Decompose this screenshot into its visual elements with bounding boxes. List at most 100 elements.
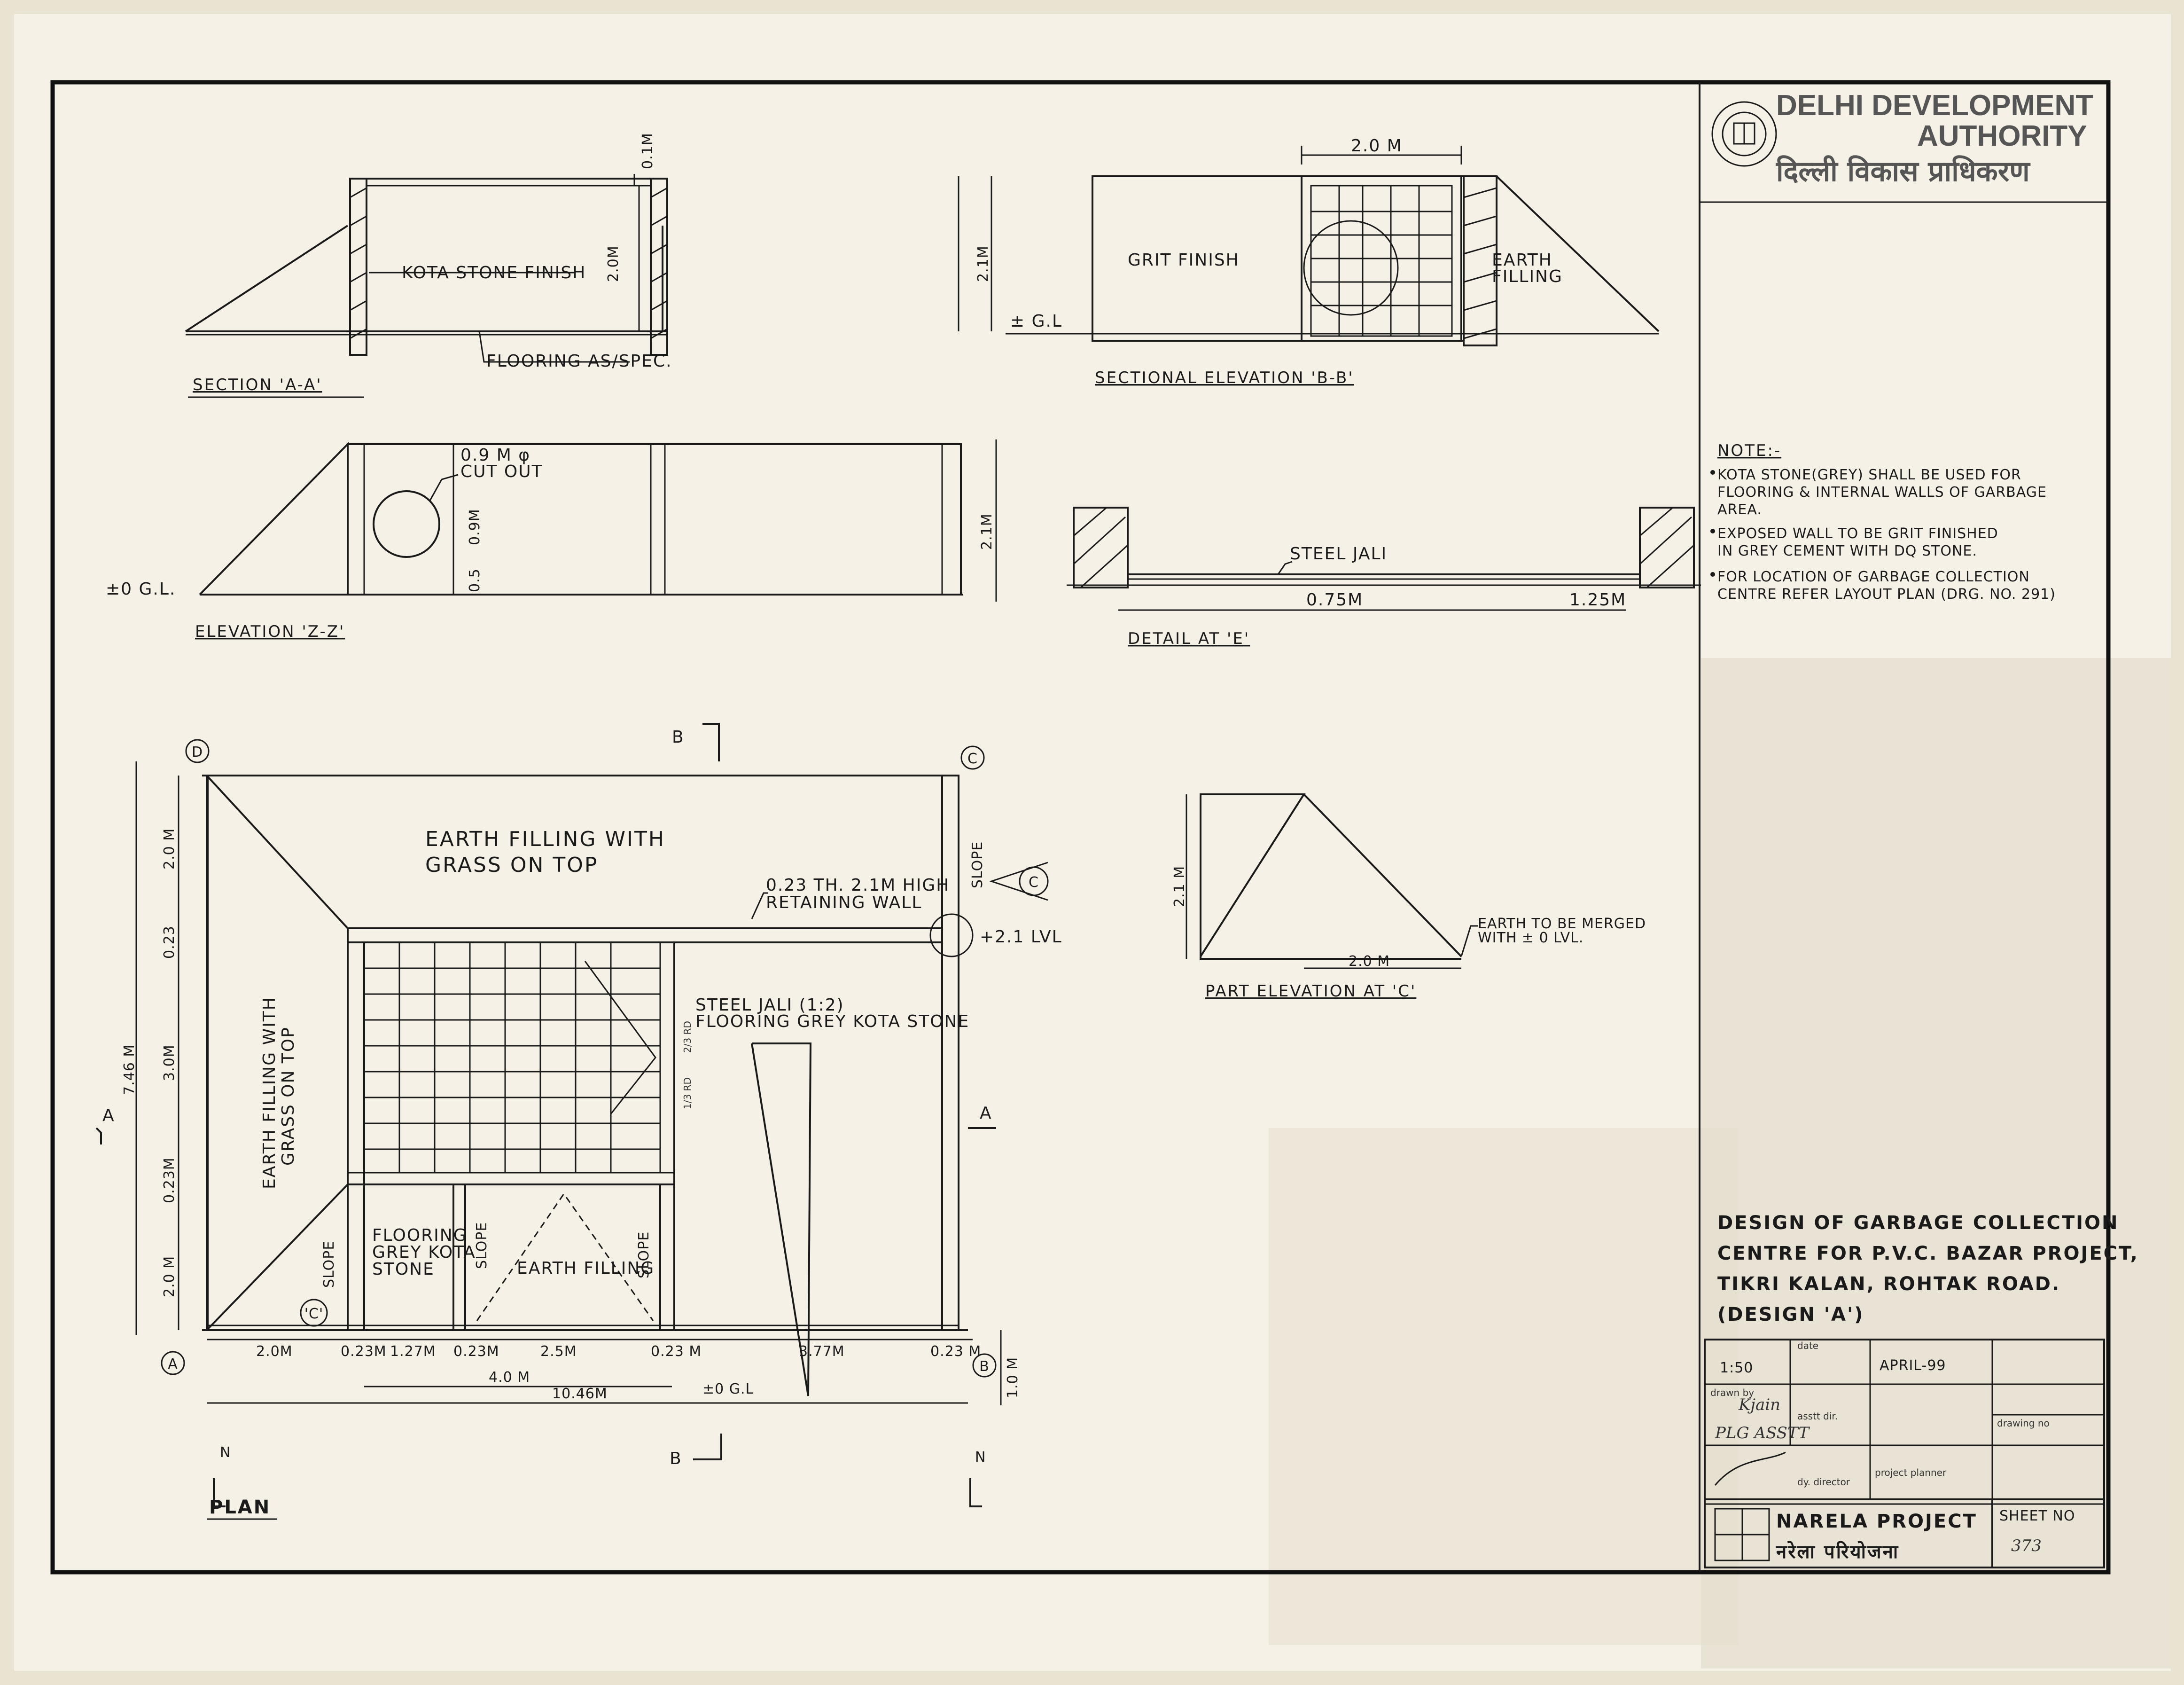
aa-title: SECTION 'A-A' <box>193 376 322 394</box>
detail-e: STEEL JALI 0.75M 1.25M DETAIL AT 'E' <box>1067 507 1701 648</box>
drawing-border <box>50 80 2111 1575</box>
plan-title: PLAN <box>209 1497 271 1518</box>
grid-b-label: B <box>979 1358 990 1375</box>
dim-total-left: 7.46 M <box>121 1044 138 1095</box>
dim-b-1: 0.23M <box>341 1343 387 1360</box>
aa-dim-height: 2.1M <box>975 245 991 282</box>
north-left: N <box>220 1444 231 1461</box>
one-third: 1/3 RD <box>682 1077 693 1109</box>
tb-dy-director: dy. director <box>1797 1476 1850 1488</box>
flooring-line1: FLOORING <box>372 1226 468 1245</box>
grid-bubble-c <box>960 745 985 770</box>
cut-a-right: A <box>980 1104 992 1123</box>
part-elevation-c: 2.1 M 2.0 M EARTH TO BE MERGED WITH ± 0 … <box>1171 793 1646 1001</box>
authority-name-hindi: दिल्ली विकास प्राधिकरण <box>1776 155 2031 188</box>
pe-note1: EARTH TO BE MERGED <box>1478 916 1646 932</box>
slope-label-1: SLOPE <box>321 1241 337 1288</box>
level-label: +2.1 LVL <box>980 927 1062 947</box>
title-line-4: (DESIGN 'A') <box>1717 1304 1864 1325</box>
tb-drawn-name: Kjain <box>1738 1395 1780 1414</box>
dim-l-3: 0.23M <box>161 1157 178 1203</box>
bb-earth: EARTH <box>1492 251 1552 270</box>
earth-top-line2: GRASS ON TOP <box>425 853 598 877</box>
pe-w: 2.0 M <box>1349 953 1390 970</box>
north-right: N <box>975 1449 986 1466</box>
tb-asst-dir: asstt dir. <box>1797 1411 1838 1422</box>
note-1-line3: AREA. <box>1717 502 1762 518</box>
grid-a-label: A <box>168 1356 178 1372</box>
pe-h: 2.1 M <box>1171 866 1188 907</box>
flooring-line2: GREY KOTA <box>372 1243 476 1262</box>
note-1-line2: FLOORING & INTERNAL WALLS OF GARBAGE <box>1717 484 2047 501</box>
dim-b-4: 2.5M <box>540 1343 577 1360</box>
bb-width: 2.0 M <box>1351 136 1403 156</box>
dim-l-4: 2.0 M <box>161 1256 178 1297</box>
grid-cc-label: 'C' <box>304 1306 323 1322</box>
grid-c-label: C <box>967 751 978 767</box>
note-1-line1: KOTA STONE(GREY) SHALL BE USED FOR <box>1717 467 2021 483</box>
note-2-line1: EXPOSED WALL TO BE GRIT FINISHED <box>1717 525 1998 542</box>
authority-name-line2: AUTHORITY <box>1917 120 2087 152</box>
bb-gl: ± G.L <box>1010 312 1062 331</box>
slope-label-2: SLOPE <box>474 1222 490 1269</box>
tb-plg: PLG ASSTT <box>1715 1424 1810 1442</box>
zz-dim-21: 2.1M <box>979 513 995 550</box>
zz-title: ELEVATION 'Z-Z' <box>195 622 345 641</box>
grid-bubble-d <box>185 739 210 763</box>
tb-drawn-label: drawn by <box>1710 1387 1754 1398</box>
tb-sheet-label: SHEET NO <box>1999 1508 2075 1524</box>
tb-sheet-no: 373 <box>2011 1536 2042 1555</box>
cut-b-top: B <box>672 728 685 747</box>
detail-dim2: 1.25M <box>1569 590 1626 610</box>
aa-kota-label: KOTA STONE FINISH <box>402 263 586 282</box>
pe-note2: WITH ± 0 LVL. <box>1478 930 1583 946</box>
zz-cut2: CUT OUT <box>460 462 543 481</box>
tb-date: APRIL-99 <box>1880 1357 1946 1374</box>
flooring-line3: STONE <box>372 1260 435 1279</box>
grid-bubble-b <box>972 1353 997 1378</box>
jali-line1: STEEL JALI (1:2) <box>695 995 844 1015</box>
zz-cutout-circle <box>373 490 440 558</box>
detail-title: DETAIL AT 'E' <box>1128 629 1250 648</box>
section-bb: 2.0 M GRIT FINISH EARTH FILLING ± G.L SE… <box>1006 136 1660 387</box>
bb-grit: GRIT FINISH <box>1128 251 1240 270</box>
aa-dim-inner: 2.0M <box>605 245 622 282</box>
dim-b-3: 0.23M <box>453 1343 499 1360</box>
dim-right: 1.0 M <box>1005 1357 1021 1398</box>
grid-bubble-a <box>161 1351 185 1375</box>
notes-heading: NOTE:- <box>1717 441 1781 460</box>
steel-jali-grid <box>363 941 661 1174</box>
aa-flooring-label: FLOORING AS/SPEC. <box>486 352 672 371</box>
plan-gl: ±0 G.L <box>702 1381 754 1397</box>
zz-dim-05: 0.5 <box>467 568 483 592</box>
signature-mark <box>1714 1451 1786 1486</box>
earth-top-line1: EARTH FILLING WITH <box>425 827 665 851</box>
slope-label-c: SLOPE <box>969 841 986 888</box>
cut-b-bottom: B <box>670 1449 682 1468</box>
title-line-2: CENTRE FOR P.V.C. BAZAR PROJECT, <box>1717 1243 2139 1264</box>
pe-title: PART ELEVATION AT 'C' <box>1205 982 1416 1001</box>
tb-project: NARELA PROJECT <box>1776 1511 1977 1532</box>
plan-view: D C A B C SLOPE 'C' EARTH FILLING WITH G… <box>95 723 1062 1520</box>
grid-cc-label-c: C <box>1029 874 1039 891</box>
two-third: 2/3 RD <box>682 1021 693 1053</box>
title-block: DESIGN OF GARBAGE COLLECTION CENTRE FOR … <box>1704 1212 2139 1568</box>
zz-cut1: 0.9 M φ <box>460 446 530 465</box>
notes-block: NOTE:- KOTA STONE(GREY) SHALL BE USED FO… <box>1710 441 2056 603</box>
dim-b-0: 2.0M <box>256 1343 293 1360</box>
detail-dim1: 0.75M <box>1306 590 1363 610</box>
title-line-1: DESIGN OF GARBAGE COLLECTION <box>1717 1212 2119 1234</box>
tb-scale: 1:50 <box>1720 1360 1753 1376</box>
dim-l-2: 3.0M <box>161 1044 178 1081</box>
north-arrow-icon <box>213 1478 226 1507</box>
detail-jali: STEEL JALI <box>1290 544 1387 564</box>
title-line-3: TIKRI KALAN, ROHTAK ROAD. <box>1717 1273 2060 1295</box>
aa-dim-top: 0.1M <box>640 133 656 169</box>
tb-project-planner: project planner <box>1875 1467 1947 1478</box>
wall-line1: 0.23 TH. 2.1M HIGH <box>766 876 950 895</box>
slope-label-3: SLOPE <box>636 1231 652 1278</box>
note-3-line2: CENTRE REFER LAYOUT PLAN (DRG. NO. 291) <box>1717 586 2056 603</box>
zz-dim-09: 0.9M <box>467 509 483 545</box>
dim-b-2: 1.27M <box>390 1343 436 1360</box>
